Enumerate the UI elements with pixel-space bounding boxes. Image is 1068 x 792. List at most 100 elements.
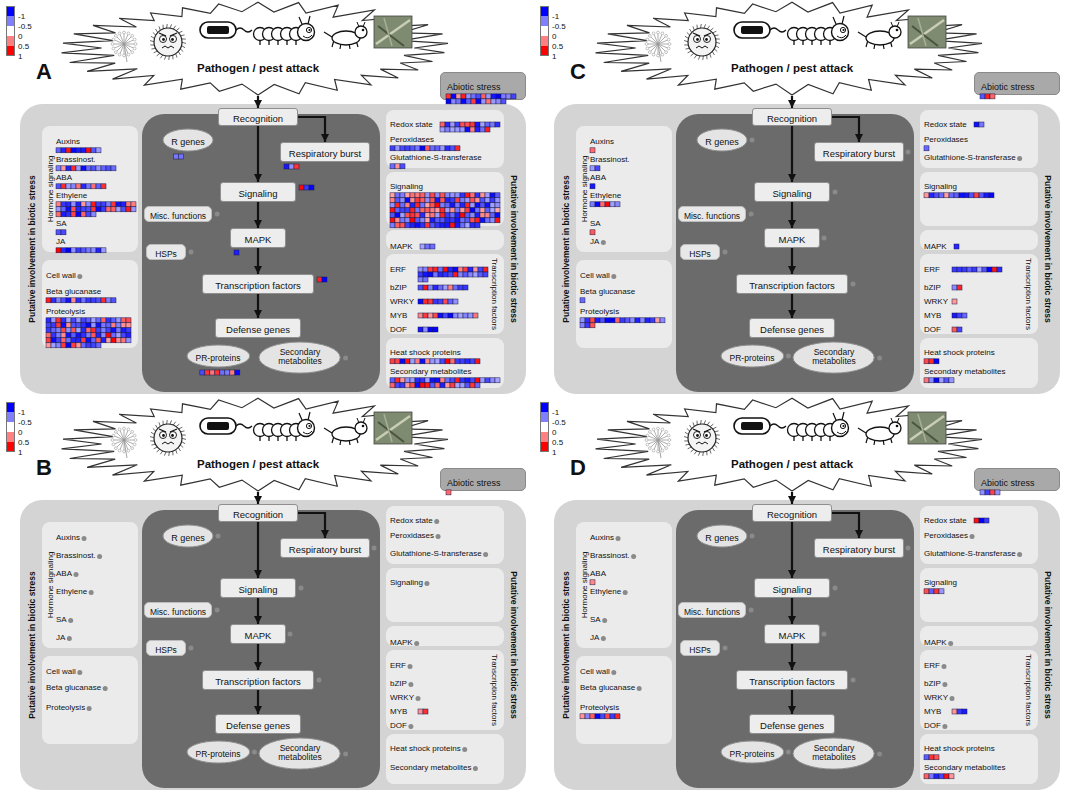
heatmap-cell bbox=[957, 285, 962, 290]
heatmap-cell bbox=[990, 490, 995, 495]
spore-icon bbox=[665, 34, 668, 37]
empty-bin-dot bbox=[631, 554, 636, 559]
empty-bin-dot bbox=[67, 636, 72, 641]
node-label: Transcription factors bbox=[749, 677, 835, 687]
process-box: Respiratory burst bbox=[280, 538, 370, 558]
heatmap-cell bbox=[81, 333, 86, 338]
legend-label: 0.5 bbox=[552, 42, 563, 52]
heatmap-cell bbox=[66, 298, 71, 303]
heatmap-cell bbox=[470, 213, 475, 218]
heatmap-cell bbox=[101, 333, 106, 338]
legend-label: 0.5 bbox=[18, 42, 29, 52]
heatmap-cell bbox=[106, 166, 111, 171]
heatmap-cell bbox=[979, 193, 984, 198]
heatmap-cell bbox=[420, 198, 425, 203]
text-slot: HSPs bbox=[689, 243, 711, 261]
heatmap-cell bbox=[475, 213, 480, 218]
heatmap-cell bbox=[96, 318, 101, 323]
caterpillar-icon bbox=[832, 24, 849, 41]
text-slot: Defense genes bbox=[226, 715, 290, 733]
heatmap-cell bbox=[463, 285, 468, 290]
ellipse-outline bbox=[793, 738, 874, 769]
heatmap-cell bbox=[630, 318, 635, 323]
heatmap-cell bbox=[475, 223, 480, 228]
heatmap-cell bbox=[445, 146, 450, 151]
node-label: DOF bbox=[924, 326, 941, 335]
heatmap-cell bbox=[625, 318, 630, 323]
category-box: HSPs bbox=[680, 640, 720, 656]
heatmap-cell bbox=[465, 218, 470, 223]
empty-bin-dot bbox=[950, 696, 955, 701]
node-label: Brassinost. bbox=[590, 552, 630, 561]
process-box: Signaling bbox=[220, 578, 296, 598]
heatmap-cell bbox=[106, 202, 111, 207]
heatmap-cell bbox=[929, 359, 934, 364]
heatmap-cell bbox=[495, 198, 500, 203]
heatmap-cell bbox=[450, 359, 455, 364]
legend-label: 1 bbox=[18, 448, 22, 458]
caterpillar-icon bbox=[833, 16, 844, 24]
heatmap-cell bbox=[76, 328, 81, 333]
text-slot: MYB bbox=[390, 304, 407, 322]
heatmap-cell bbox=[81, 248, 86, 253]
text-slot: Ethylene bbox=[56, 184, 87, 202]
heatmap-cell bbox=[962, 709, 967, 714]
heatmap-cell bbox=[81, 148, 86, 153]
heatmap-cell bbox=[284, 164, 289, 169]
heatmap-cell bbox=[460, 193, 465, 198]
virus-icon bbox=[171, 434, 174, 437]
category-group: MAPK bbox=[386, 230, 504, 250]
heatmap-cell bbox=[405, 198, 410, 203]
heatmap-cell bbox=[96, 328, 101, 333]
heatmap-cell bbox=[481, 99, 486, 104]
heatmap-cell bbox=[448, 285, 453, 290]
heatmap-cell bbox=[476, 94, 481, 99]
heatmap-cell bbox=[390, 164, 395, 169]
heatmap-cell bbox=[86, 202, 91, 207]
text-slot: Pathogen / pest attack bbox=[197, 454, 319, 472]
heatmap-cell bbox=[116, 328, 121, 333]
heatmap-cell bbox=[390, 198, 395, 203]
heatmap-cell bbox=[96, 148, 101, 153]
text-slot: MYB bbox=[924, 700, 941, 718]
legend-swatch bbox=[540, 36, 549, 46]
spore-icon bbox=[646, 443, 649, 446]
heatmap-cell bbox=[465, 213, 470, 218]
process-ellipse: R genes bbox=[162, 128, 214, 152]
virus-icon bbox=[162, 38, 165, 41]
heatmap-cell bbox=[446, 490, 451, 495]
category-box: HSPs bbox=[146, 640, 186, 656]
pest-icon bbox=[324, 22, 367, 49]
heatmap-cell bbox=[96, 207, 101, 212]
spore-icon bbox=[123, 31, 126, 34]
caterpillar-icon bbox=[306, 423, 311, 428]
heatmap-cell bbox=[929, 378, 934, 383]
node-label: WRKY bbox=[924, 694, 948, 703]
spore-icon bbox=[118, 449, 121, 452]
pest-icon bbox=[891, 22, 899, 27]
legend-swatch bbox=[540, 422, 549, 432]
heatmap-cell bbox=[81, 207, 86, 212]
heatmap-cell bbox=[111, 338, 116, 343]
text-slot: Glutathione-S-transferase bbox=[924, 146, 1016, 164]
ellipse-outline bbox=[187, 741, 250, 763]
heatmap-cell bbox=[952, 267, 957, 272]
heatmap-cell bbox=[987, 267, 992, 272]
heatmap-cell bbox=[304, 185, 309, 190]
caterpillar-icon bbox=[837, 431, 846, 434]
category-group: Signaling bbox=[386, 172, 504, 226]
heatmap-cell bbox=[952, 327, 957, 332]
text-slot: Glutathione-S-transferase bbox=[390, 542, 482, 560]
heatmap-cell bbox=[410, 203, 415, 208]
heatmap-cell bbox=[66, 184, 71, 189]
heatmap-cell bbox=[480, 378, 485, 383]
flow-arrow bbox=[257, 522, 259, 578]
text-slot: Auxins bbox=[56, 526, 80, 544]
virus-icon bbox=[159, 33, 177, 36]
spore-icon bbox=[133, 47, 136, 50]
empty-bin-dot bbox=[436, 534, 441, 539]
category-group: Hormone signalingAuxinsBrassinost.ABAEth… bbox=[42, 126, 138, 252]
text-slot: WRKY bbox=[924, 686, 948, 704]
heatmap-cell bbox=[91, 212, 96, 217]
text-slot: Brassinost. bbox=[56, 148, 96, 166]
